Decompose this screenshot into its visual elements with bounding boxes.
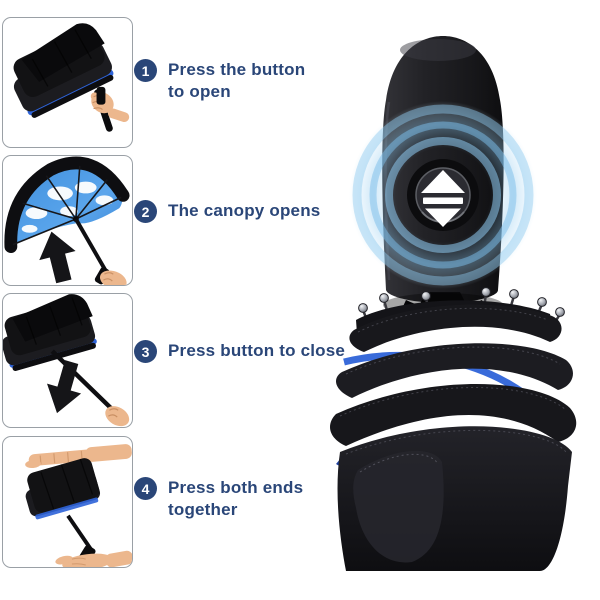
step-3-number-badge: 3 (134, 340, 157, 363)
step-1: 1 Press the button to open (134, 59, 305, 104)
open-close-button-icon (407, 159, 479, 231)
up-arrow-icon (39, 231, 76, 284)
step-2-label: The canopy opens (168, 201, 321, 220)
clouds (21, 181, 114, 233)
figure-hand-holding-folded-umbrella (2, 17, 133, 148)
figure-hands-pressing-both-ends (2, 436, 133, 568)
step-4-number-badge: 4 (134, 477, 157, 500)
umbrella-handle-closeup (300, 0, 600, 600)
figure-open-umbrella-sky-canopy (2, 155, 133, 286)
bottom-hand (55, 550, 132, 567)
hand (105, 406, 130, 427)
umbrella-shaft (74, 218, 108, 272)
umbrella-ribs (12, 165, 122, 246)
step-4-label: Press both ends together (168, 478, 304, 520)
step-2-number-badge: 2 (134, 200, 157, 223)
folded-canopy (330, 300, 577, 571)
step-2: 2 The canopy opens (134, 200, 320, 223)
folded-umbrella-in-hand-illustration (13, 23, 130, 132)
step-3-label: Press button to close (168, 341, 346, 360)
umbrella-shaft (50, 349, 119, 416)
step-4: 4 Press both ends together (134, 477, 303, 522)
figure-folded-umbrella-close (2, 293, 133, 428)
open-umbrella-illustration (4, 156, 130, 285)
hand (99, 270, 127, 285)
closing-umbrella-illustration (3, 294, 130, 427)
step-3: 3 Press button to close (134, 340, 345, 363)
down-arrow-icon (47, 360, 82, 414)
press-both-ends-illustration (25, 444, 132, 567)
step-1-label: Press the button to open (168, 60, 306, 102)
step-1-number-badge: 1 (134, 59, 157, 82)
